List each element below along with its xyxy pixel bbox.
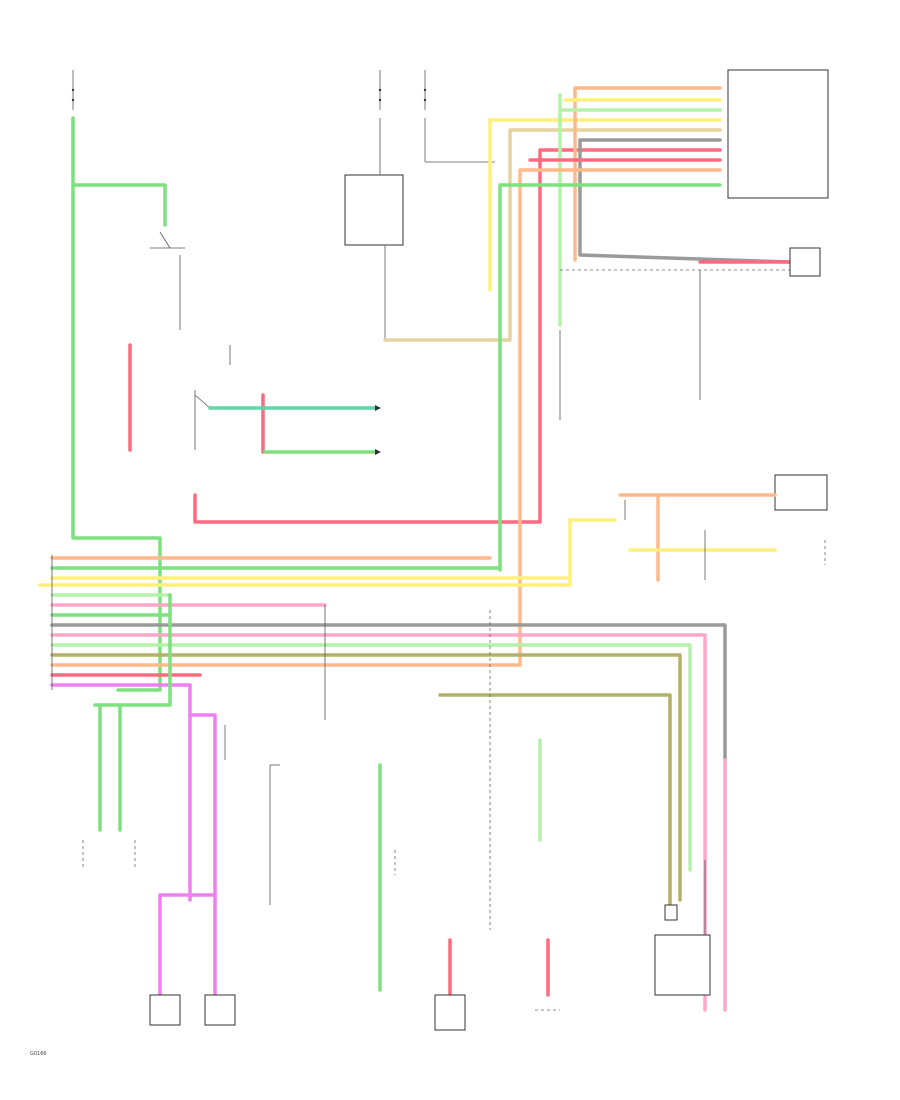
fuse-left <box>71 70 75 110</box>
wire-orange-switch <box>618 493 777 582</box>
wire-yellow-harness <box>38 518 617 587</box>
wire-yellow-relay <box>488 118 722 292</box>
wire-orange-top <box>573 86 722 262</box>
wire-green-to-relay <box>71 183 167 227</box>
fuse-middle <box>378 70 382 110</box>
wire-green-lower-3 <box>93 593 172 707</box>
sensor-box-right <box>789 247 821 277</box>
arrow-teal <box>375 405 381 411</box>
wire-olive-connector <box>438 693 672 907</box>
wire-magenta-upper <box>188 713 217 897</box>
connector-block-top-right <box>727 69 829 199</box>
wire-magenta-lower <box>158 893 217 997</box>
wire-gray-top <box>578 138 792 264</box>
wire-red-loop <box>193 148 722 524</box>
wire-tan-relay <box>383 128 722 342</box>
module-connector <box>664 904 678 921</box>
pressure-switch-1 <box>434 994 466 1031</box>
wire-green-top <box>558 93 722 327</box>
footer-code: G0166 <box>30 1051 47 1057</box>
fuse-right <box>423 70 427 110</box>
harness-bundle <box>50 556 727 1012</box>
transmission-module <box>654 934 711 996</box>
wire-green-bottom-top <box>498 183 722 572</box>
arrow-green <box>375 449 381 455</box>
wire-orange-2 <box>518 168 722 667</box>
relay-box-middle <box>344 174 404 246</box>
relay-switch-left <box>150 231 185 249</box>
door-switch <box>194 390 211 450</box>
module-box-lower-left <box>149 994 181 1026</box>
wire-green-left-main <box>71 116 162 692</box>
switch-box-upper <box>774 474 828 511</box>
module-box-lower-middle <box>204 994 236 1026</box>
